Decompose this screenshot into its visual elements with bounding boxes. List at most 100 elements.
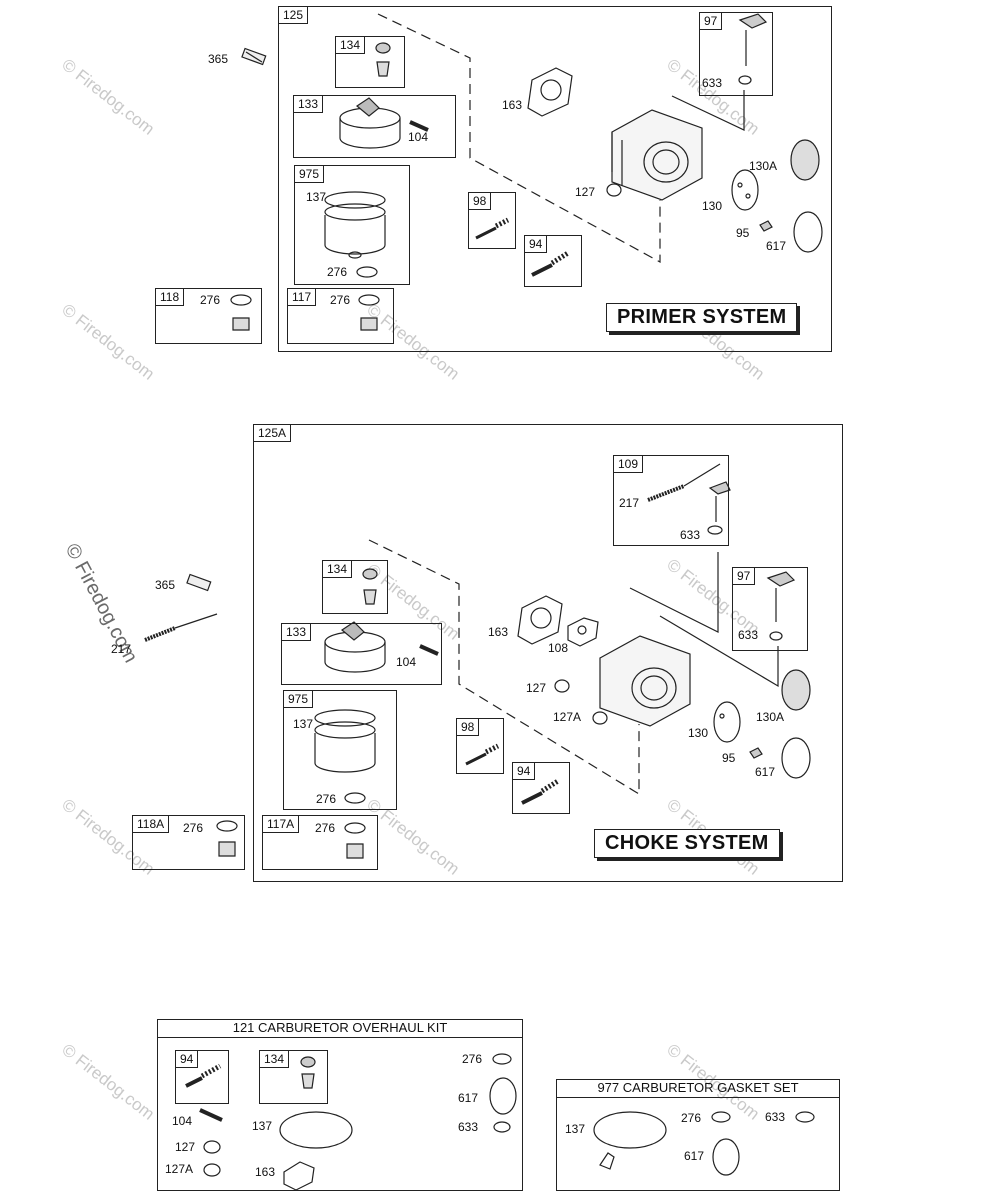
primer-bulb-box [259, 1050, 328, 1104]
screw-kit-box [456, 718, 504, 774]
needle-kit-box [512, 762, 570, 814]
label-bowl-gasket: 137 [565, 1122, 586, 1136]
label-pin: 104 [172, 1114, 193, 1128]
label-gasket: 163 [255, 1165, 276, 1179]
needle-kit-tag: 94 [524, 235, 548, 253]
needle-drawing [531, 250, 570, 277]
fitting-drawing [358, 294, 380, 331]
choke-system-panel [253, 424, 843, 882]
choke-assembly-tag: 125A [253, 424, 292, 442]
label-seal: 276 [316, 792, 337, 806]
gasket-set-panel [556, 1079, 840, 1191]
label-valve-seat-kit: 633 [680, 528, 701, 542]
fitting-kit-a-box [132, 815, 245, 870]
plate-drawing [731, 169, 759, 211]
label-seal: 276 [681, 1111, 702, 1125]
label-plug: 127 [526, 681, 547, 695]
label-valve-seat: 633 [702, 76, 723, 90]
valve-kit-box [732, 567, 808, 651]
label-valve-seat: 633 [458, 1120, 479, 1134]
screw-kit-tag: 98 [456, 718, 480, 736]
label-o-ring: 617 [684, 1149, 705, 1163]
gasket-set-title: 977 CARBURETOR GASKET SET [557, 1079, 839, 1098]
carburetor-body-drawing [611, 109, 703, 201]
label-bowl-gasket: 137 [252, 1119, 273, 1133]
cover-drawing [790, 139, 820, 181]
primer-assembly-tag: 125 [278, 6, 309, 24]
fitting-kit-a-box [155, 288, 262, 344]
valve-kit-tag: 97 [732, 567, 756, 585]
valve-kit-tag: 97 [699, 12, 723, 30]
valve-drawing [738, 13, 768, 85]
label-seal: 276 [462, 1052, 483, 1066]
label-plug-a: 127A [553, 710, 582, 724]
primer-bulb-tag: 134 [335, 36, 366, 54]
lever-kit-box [613, 455, 729, 546]
primer-bulb-tag: 134 [322, 560, 353, 578]
screw-kit-box [468, 192, 516, 249]
label-plate: 130 [702, 199, 723, 213]
label-fitting-seal-a: 276 [200, 293, 221, 307]
choke-system-banner: CHOKE SYSTEM [594, 829, 780, 858]
needle-kit-box [524, 235, 582, 287]
gasket-drawing [527, 67, 573, 117]
needle-kit-tag: 94 [512, 762, 536, 780]
float-tag: 133 [281, 623, 312, 641]
float-box [281, 623, 442, 685]
spring-drawing [647, 463, 721, 502]
fitting-drawing [230, 294, 252, 331]
overhaul-kit-title: 121 CARBURETOR OVERHAUL KIT [158, 1019, 522, 1038]
label-cover: 130A [749, 159, 778, 173]
label-o-ring: 617 [458, 1091, 479, 1105]
label-gasket: 163 [488, 625, 509, 639]
bowl-drawing [324, 191, 386, 259]
bolt-drawing [186, 573, 212, 592]
label-pin: 104 [408, 130, 429, 144]
label-bowl: 137 [306, 190, 327, 204]
label-pin: 104 [396, 655, 417, 669]
needle-kit-tag: 94 [175, 1050, 199, 1068]
label-valve-seat: 633 [738, 628, 759, 642]
label-fitting-seal-a: 276 [183, 821, 204, 835]
fitting-kit-b-box [262, 815, 378, 870]
primer-bulb-box [322, 560, 388, 614]
label-plate: 130 [688, 726, 709, 740]
fitting-kit-b-tag: 117 [287, 288, 317, 306]
label-plate-gasket: 108 [548, 641, 569, 655]
label-screw: 95 [722, 751, 736, 765]
label-spring: 217 [111, 642, 132, 656]
label-bolt: 365 [155, 578, 176, 592]
screw-drawing [475, 217, 510, 240]
primer-bulb-box [335, 36, 405, 88]
label-fitting-seal-b: 276 [315, 821, 336, 835]
label-valve-seat: 633 [765, 1110, 786, 1124]
primer-bulb-drawing [375, 42, 391, 77]
label-plug-a: 127A [165, 1162, 194, 1176]
label-plug: 127 [575, 185, 596, 199]
label-spring-kit: 217 [619, 496, 640, 510]
fitting-kit-b-tag: 117A [262, 815, 300, 833]
fitting-kit-a-tag: 118A [132, 815, 170, 833]
needle-kit-box [175, 1050, 229, 1104]
primer-system-panel [278, 6, 832, 352]
label-gasket: 163 [502, 98, 523, 112]
label-fitting-seal-b: 276 [330, 293, 351, 307]
float-tag: 133 [293, 95, 324, 113]
valve-drawing [707, 481, 731, 535]
label-screw: 95 [736, 226, 750, 240]
bowl-kit-box [283, 690, 397, 810]
fitting-kit-b-box [287, 288, 394, 344]
label-bowl: 137 [293, 717, 314, 731]
bowl-kit-box [294, 165, 410, 285]
float-box [293, 95, 456, 158]
bowl-kit-tag: 975 [294, 165, 325, 183]
label-plug: 127 [175, 1140, 196, 1154]
bolt-drawing [241, 47, 267, 66]
label-seal: 276 [327, 265, 348, 279]
screw-kit-tag: 98 [468, 192, 492, 210]
fitting-kit-a-tag: 118 [155, 288, 185, 306]
bowl-kit-tag: 975 [283, 690, 314, 708]
label-bolt: 365 [208, 52, 229, 66]
primer-system-banner: PRIMER SYSTEM [606, 303, 798, 332]
